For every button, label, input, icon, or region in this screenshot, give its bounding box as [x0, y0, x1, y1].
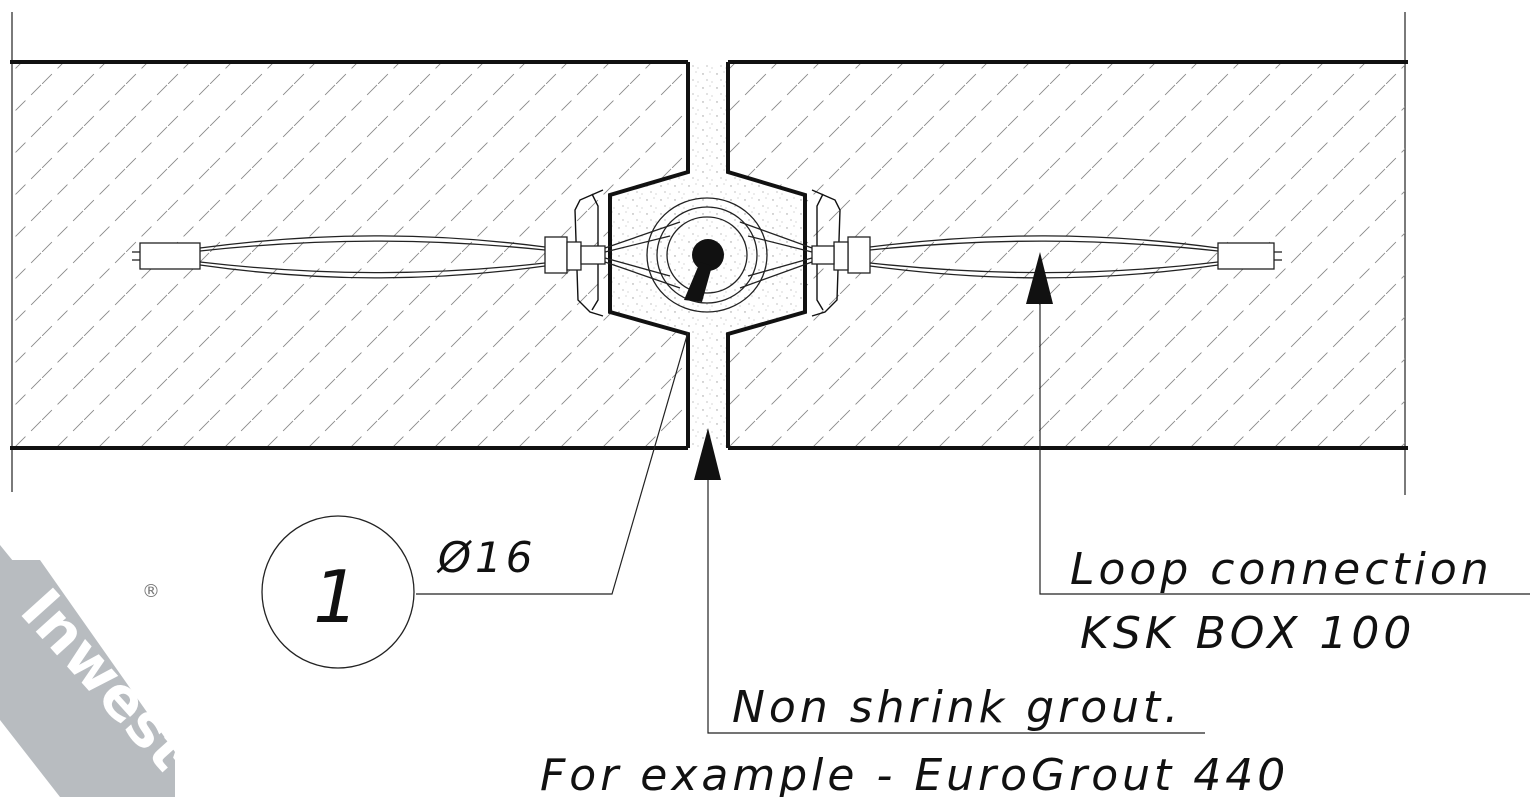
leader-lines: [416, 304, 1530, 734]
detail-number: 1: [313, 555, 363, 639]
right-loop: [739, 221, 1282, 289]
central-bar-assembly: [646, 197, 768, 313]
registered-mark: ®: [142, 581, 160, 602]
loop-connection-product: KSK BOX 100: [1080, 608, 1415, 659]
right-slab: [728, 62, 1405, 448]
logo-band-main: [0, 560, 175, 797]
grout-arrow: [694, 428, 721, 480]
left-slab: [12, 62, 688, 448]
grout-example: For example - EuroGrout 440: [540, 750, 1289, 797]
bar-diameter-label: Ø16: [436, 533, 537, 582]
slab-outlines: [10, 60, 1408, 450]
loop-connection-label: Loop connection: [1070, 544, 1493, 595]
bar-tail: [684, 262, 712, 302]
detail-callout: 1: [261, 515, 415, 669]
loop-arrow: [1026, 252, 1053, 304]
brand-logo: Inwest ®: [0, 545, 204, 797]
grout-label: Non shrink grout.: [732, 682, 1182, 733]
detail-circle: [261, 515, 415, 669]
